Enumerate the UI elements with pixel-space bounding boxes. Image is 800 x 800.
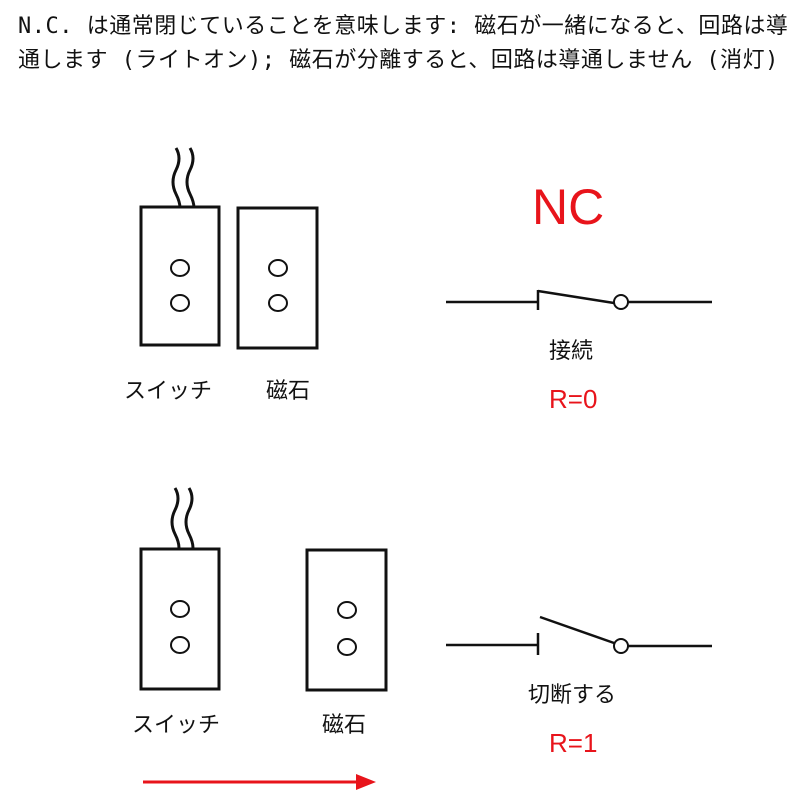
switch-label: スイッチ [132, 713, 220, 738]
magnet-label: 磁石 [266, 379, 310, 404]
switch-hole [170, 636, 190, 654]
switch-hole [170, 294, 190, 312]
resistance-one-label: R=1 [549, 728, 597, 758]
switch-wire [185, 147, 196, 209]
description-text: N.C. は通常閉じていることを意味します: 磁石が一緒になると、回路は導通しま… [18, 14, 789, 73]
mode-label: NC [532, 179, 604, 235]
magnet-body [305, 548, 388, 692]
right-arrow-icon [143, 774, 376, 790]
switch-label: スイッチ [124, 379, 212, 404]
magnet-hole [337, 601, 357, 619]
switch-hole [170, 600, 190, 618]
connected-label: 接続 [549, 339, 593, 364]
magnet-label: 磁石 [322, 713, 366, 738]
magnet-hole [268, 294, 288, 312]
magnet-body [236, 206, 319, 350]
open-switch-symbol [446, 615, 712, 655]
switch-wire [170, 487, 181, 549]
disconnected-label: 切断する [528, 683, 616, 708]
open-state-diagram: スイッチ 磁石 切断する R=1 [132, 487, 712, 790]
magnet-hole [268, 259, 288, 277]
magnet-hole [337, 638, 357, 656]
resistance-zero-label: R=0 [549, 384, 597, 414]
switch-body [139, 205, 221, 347]
switch-body [139, 547, 221, 691]
closed-state-diagram: スイッチ 磁石 NC 接続 R=0 [124, 147, 712, 414]
switch-wire [184, 487, 195, 549]
closed-switch-symbol [446, 289, 712, 310]
switch-hole [170, 259, 190, 277]
switch-wire [171, 147, 182, 209]
